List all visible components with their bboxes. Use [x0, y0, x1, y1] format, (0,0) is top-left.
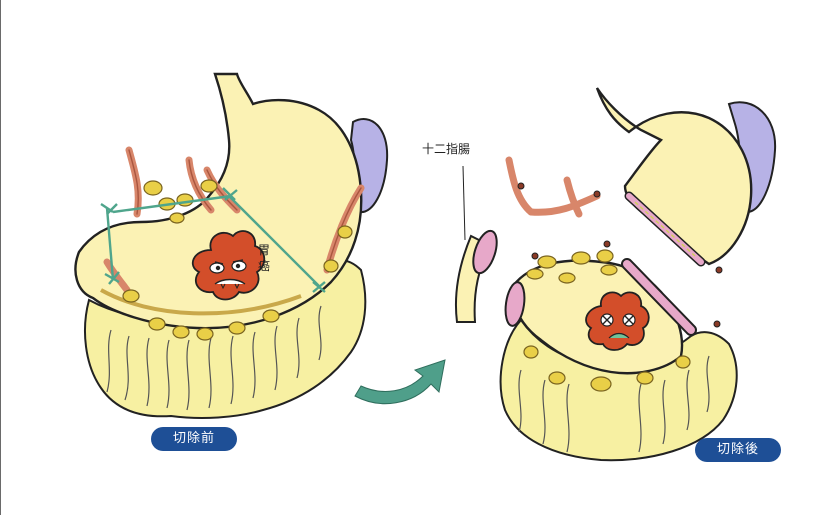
before-resection-badge: 切除前	[151, 427, 237, 451]
after-resection-badge: 切除後	[695, 438, 781, 462]
tumor-label: 胃癌	[257, 242, 271, 274]
after-resection-diagram	[456, 88, 775, 460]
duodenum-label: 十二指腸	[422, 140, 470, 157]
transition-arrow	[355, 360, 445, 404]
before-resection-diagram	[75, 74, 387, 418]
